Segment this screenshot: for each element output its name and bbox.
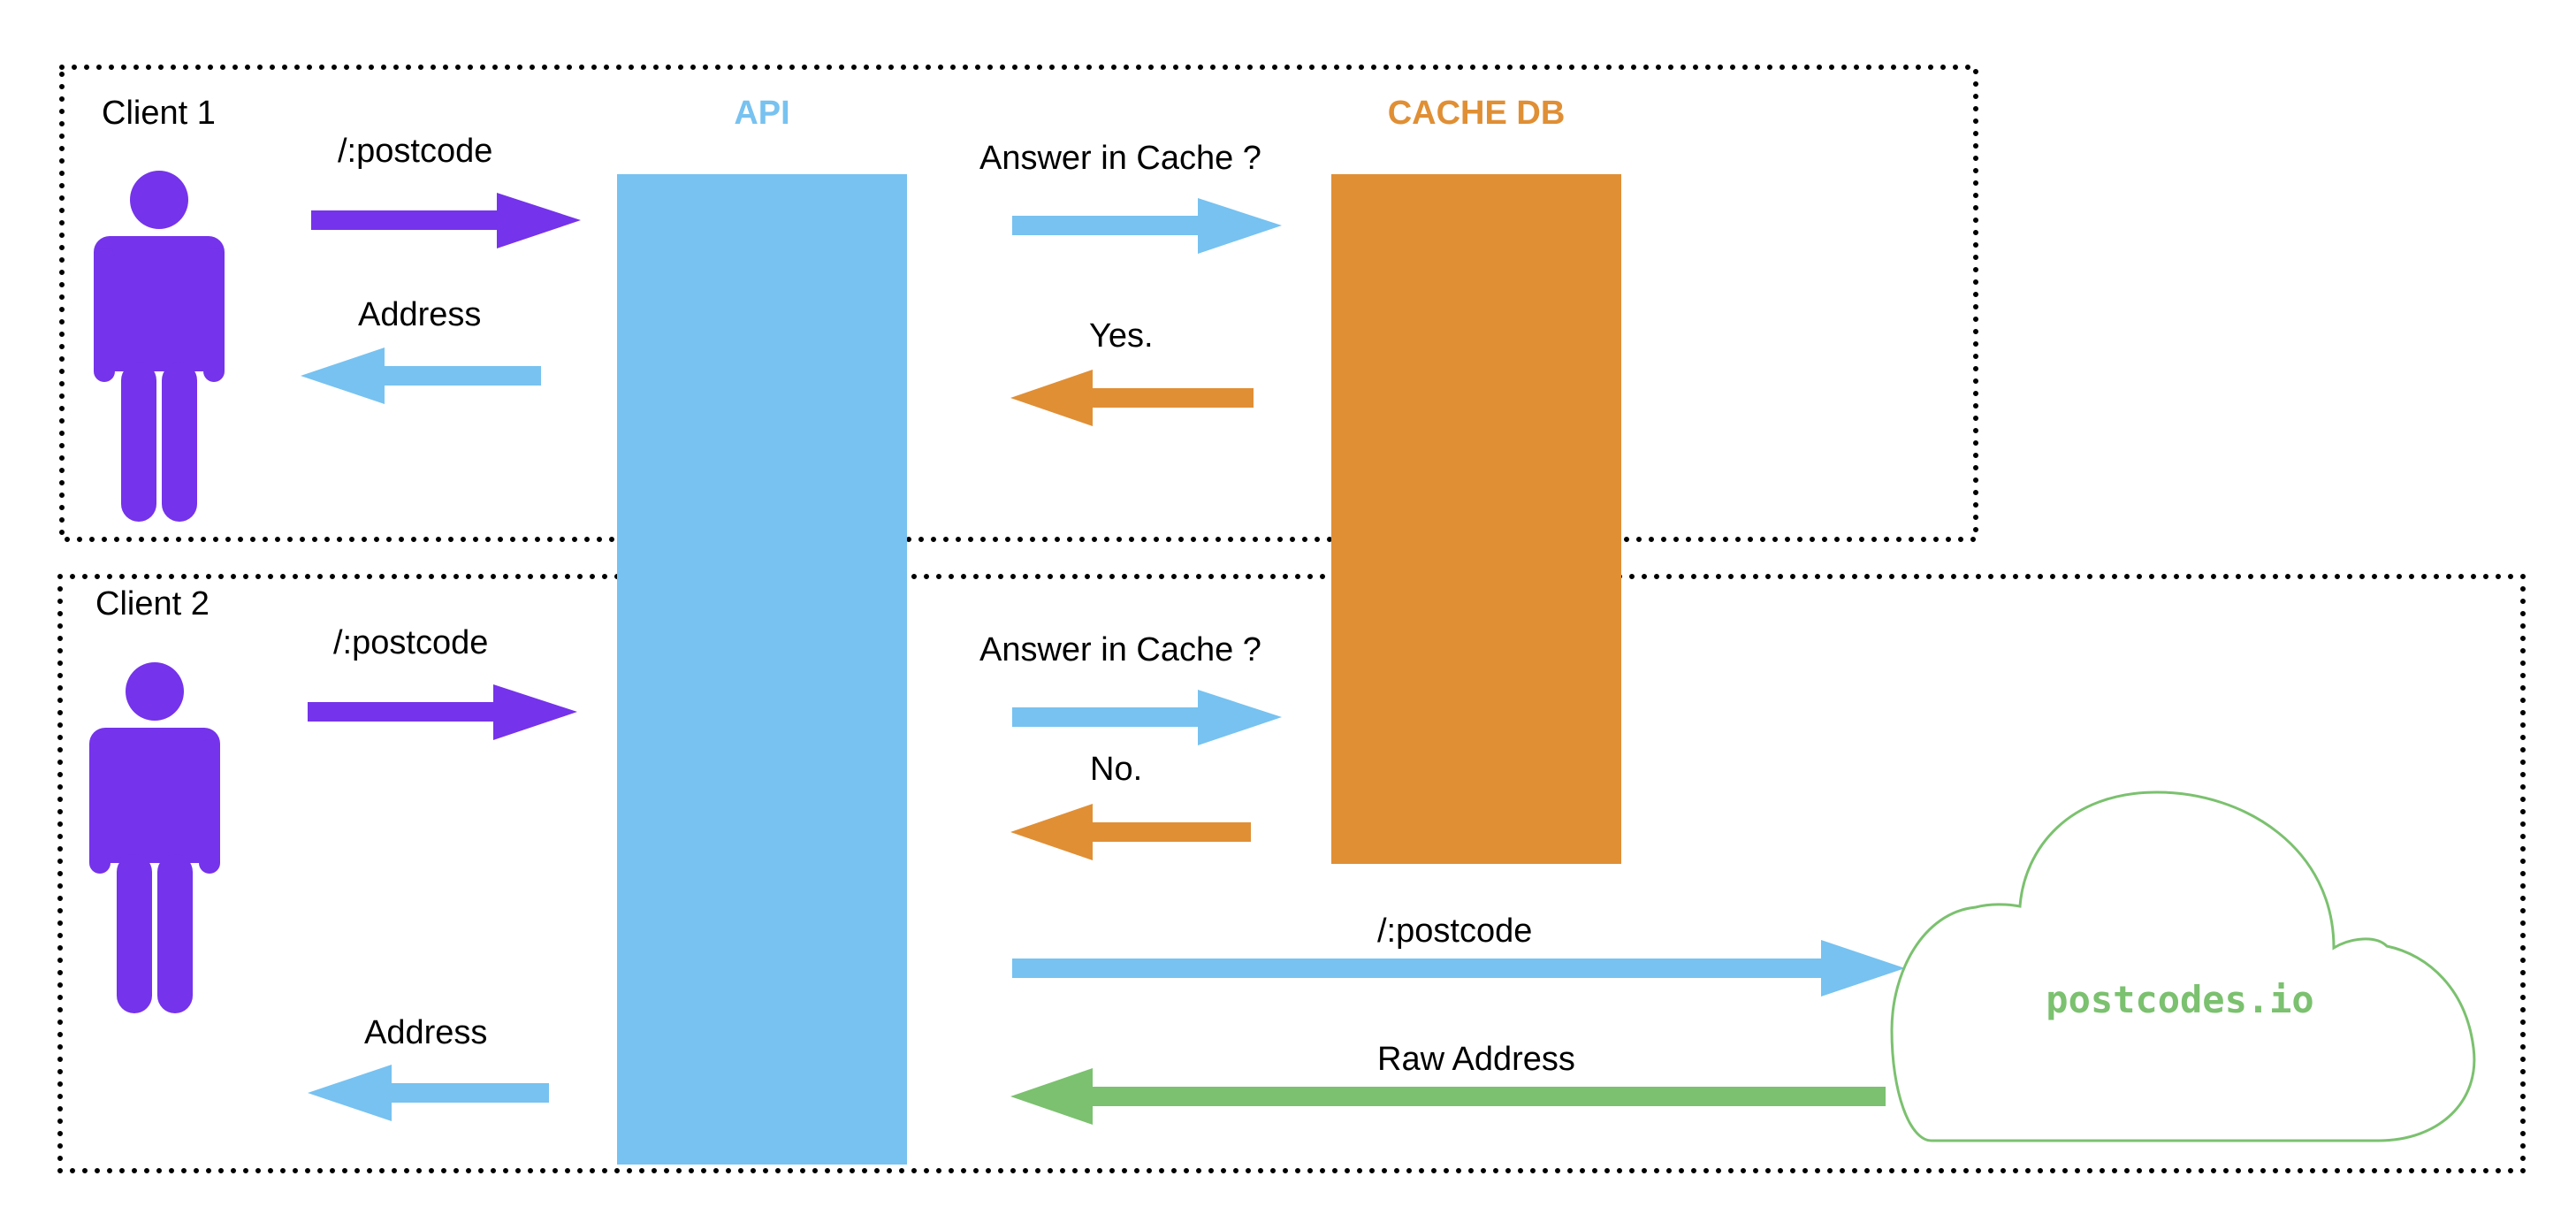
client1-cache-answer-arrow [1010, 370, 1254, 426]
client1-cache-answer-label: Yes. [1089, 317, 1154, 355]
client2-response-arrow [308, 1065, 549, 1121]
client2-external-response-arrow [1010, 1068, 1886, 1125]
client2-response-label: Address [364, 1014, 487, 1051]
person-icon [89, 662, 220, 1013]
client1-response-arrow [301, 348, 541, 404]
client2-title: Client 2 [95, 585, 210, 622]
api-component [617, 174, 907, 1165]
client2-cache-query-arrow [1012, 690, 1282, 745]
person-icon [94, 171, 225, 522]
client1-cache-query-label: Answer in Cache ? [979, 140, 1261, 177]
client1-request-label: /:postcode [338, 133, 492, 170]
client2-cache-answer-label: No. [1090, 751, 1142, 788]
cache-db-component [1331, 174, 1621, 864]
client2-external-request-arrow [1012, 940, 1905, 997]
client2-external-response-label: Raw Address [1377, 1041, 1575, 1078]
client1-title: Client 1 [102, 95, 216, 132]
client2-request-label: /:postcode [333, 624, 488, 661]
client1-group-border [59, 65, 1978, 542]
cache-db-title: CACHE DB [1388, 95, 1566, 132]
client2-cache-query-label: Answer in Cache ? [979, 631, 1261, 668]
client2-external-request-label: /:postcode [1377, 913, 1532, 950]
external-service-name: postcodes.io [2046, 978, 2313, 1021]
cloud-icon [1890, 790, 2476, 1142]
api-title: API [734, 95, 789, 132]
client2-cache-answer-arrow [1010, 804, 1251, 860]
client2-request-arrow [308, 684, 577, 740]
client2-group-border [57, 574, 2526, 1173]
client1-cache-query-arrow [1012, 198, 1282, 254]
client1-request-arrow [311, 193, 581, 248]
client1-response-label: Address [358, 296, 481, 333]
